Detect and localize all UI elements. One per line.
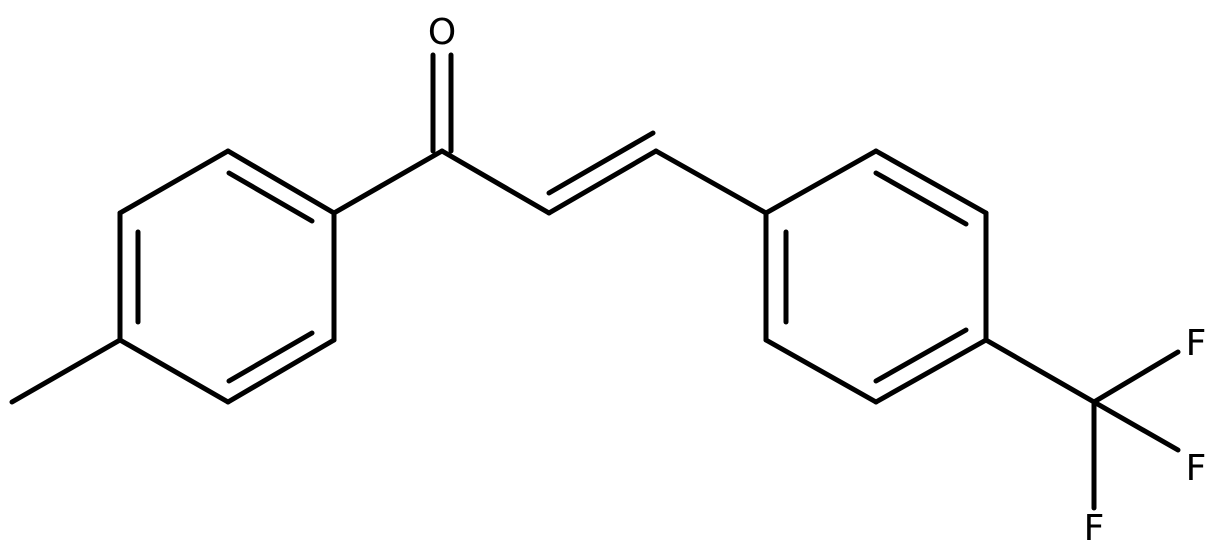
ring-trifluoromethylphenyl xyxy=(763,148,989,405)
bond-c-f2 xyxy=(1091,399,1181,453)
bond-c-f1 xyxy=(1091,349,1181,405)
bond-carbonyl-alpha xyxy=(439,148,552,216)
ring-tolyl-double-2 xyxy=(226,170,315,224)
ring-cf3-double-1 xyxy=(873,170,969,227)
bond-alkene-ring xyxy=(653,148,769,216)
atom-label-fluorine-1: F xyxy=(1186,323,1207,364)
ring-tolyl-bond-5 xyxy=(225,337,337,405)
ring-cf3-bond-2 xyxy=(873,148,989,216)
atom-label-fluorine-2: F xyxy=(1186,448,1207,489)
ring-tolyl-bond-3 xyxy=(225,148,337,216)
ring-cf3-bond-1 xyxy=(763,148,879,216)
atom-label-fluorine-3: F xyxy=(1084,508,1105,549)
ring-cf3-double-2 xyxy=(873,327,969,384)
bond-alkene-2 xyxy=(546,130,656,196)
ring-tolyl xyxy=(117,148,337,405)
bond-ring-cf3 xyxy=(983,337,1097,405)
bond-methyl xyxy=(9,337,123,405)
ring-cf3-bond-4 xyxy=(873,337,989,405)
bond-alkene-1 xyxy=(546,148,659,216)
ring-tolyl-bond-2 xyxy=(117,148,231,216)
atom-label-oxygen: O xyxy=(428,12,456,53)
ring-tolyl-double-3 xyxy=(226,330,315,384)
ring-cf3-bond-5 xyxy=(763,337,879,405)
bond-ring-carbonyl xyxy=(331,148,445,216)
ring-tolyl-bond-6 xyxy=(117,337,231,405)
